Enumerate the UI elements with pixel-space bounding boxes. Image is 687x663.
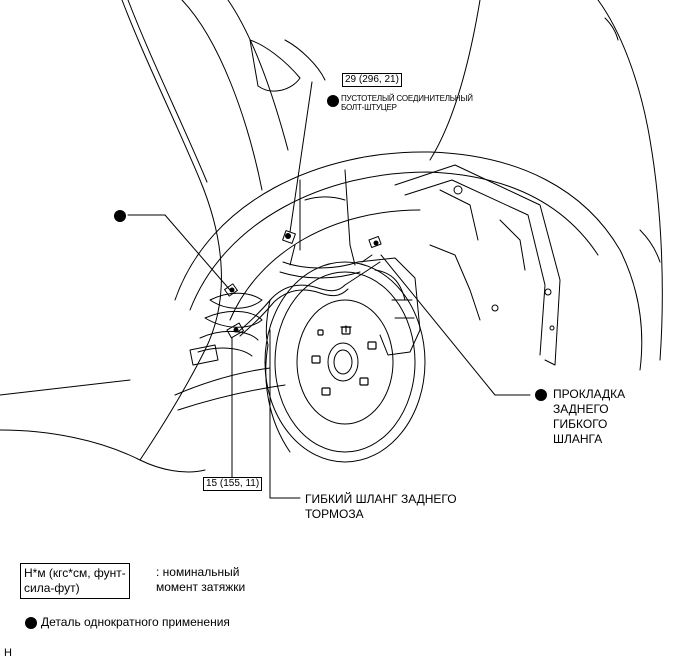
torque-spec-union-bolt: 29 (296, 21) xyxy=(342,73,402,87)
flex-hose-label: ГИБКИЙ ШЛАНГ ЗАДНЕГО ТОРМОЗА xyxy=(305,492,457,521)
non-reusable-marker-union-bolt xyxy=(327,95,339,107)
brake-disc xyxy=(264,261,426,463)
legend-torque-description: : номинальный момент затяжки xyxy=(156,565,246,594)
brake-hose xyxy=(224,230,382,339)
gasket-label: ПРОКЛАДКА ЗАДНЕГО ГИБКОГО ШЛАНГА xyxy=(553,387,626,446)
torque-spec-lower: 15 (155, 11) xyxy=(203,477,263,491)
footer-code: H xyxy=(4,647,12,659)
non-reusable-marker-gasket xyxy=(535,389,547,401)
wheel-studs xyxy=(311,325,377,396)
legend-non-reusable-icon xyxy=(25,617,37,629)
legend-torque-units: Н*м (кгс*см, фунт- сила-фут) xyxy=(20,563,130,599)
union-bolt-label: ПУСТОТЕЛЫЙ СОЕДИНИТЕЛЬНЫЙ БОЛТ-ШТУЦЕР xyxy=(341,94,473,112)
legend-non-reusable-text: Деталь однократного применения xyxy=(41,615,230,629)
non-reusable-marker-left xyxy=(114,210,126,222)
car-body-outline xyxy=(0,0,663,473)
leader-lines xyxy=(127,81,531,499)
wheel-arch xyxy=(174,151,643,371)
suspension-strut xyxy=(174,169,361,411)
